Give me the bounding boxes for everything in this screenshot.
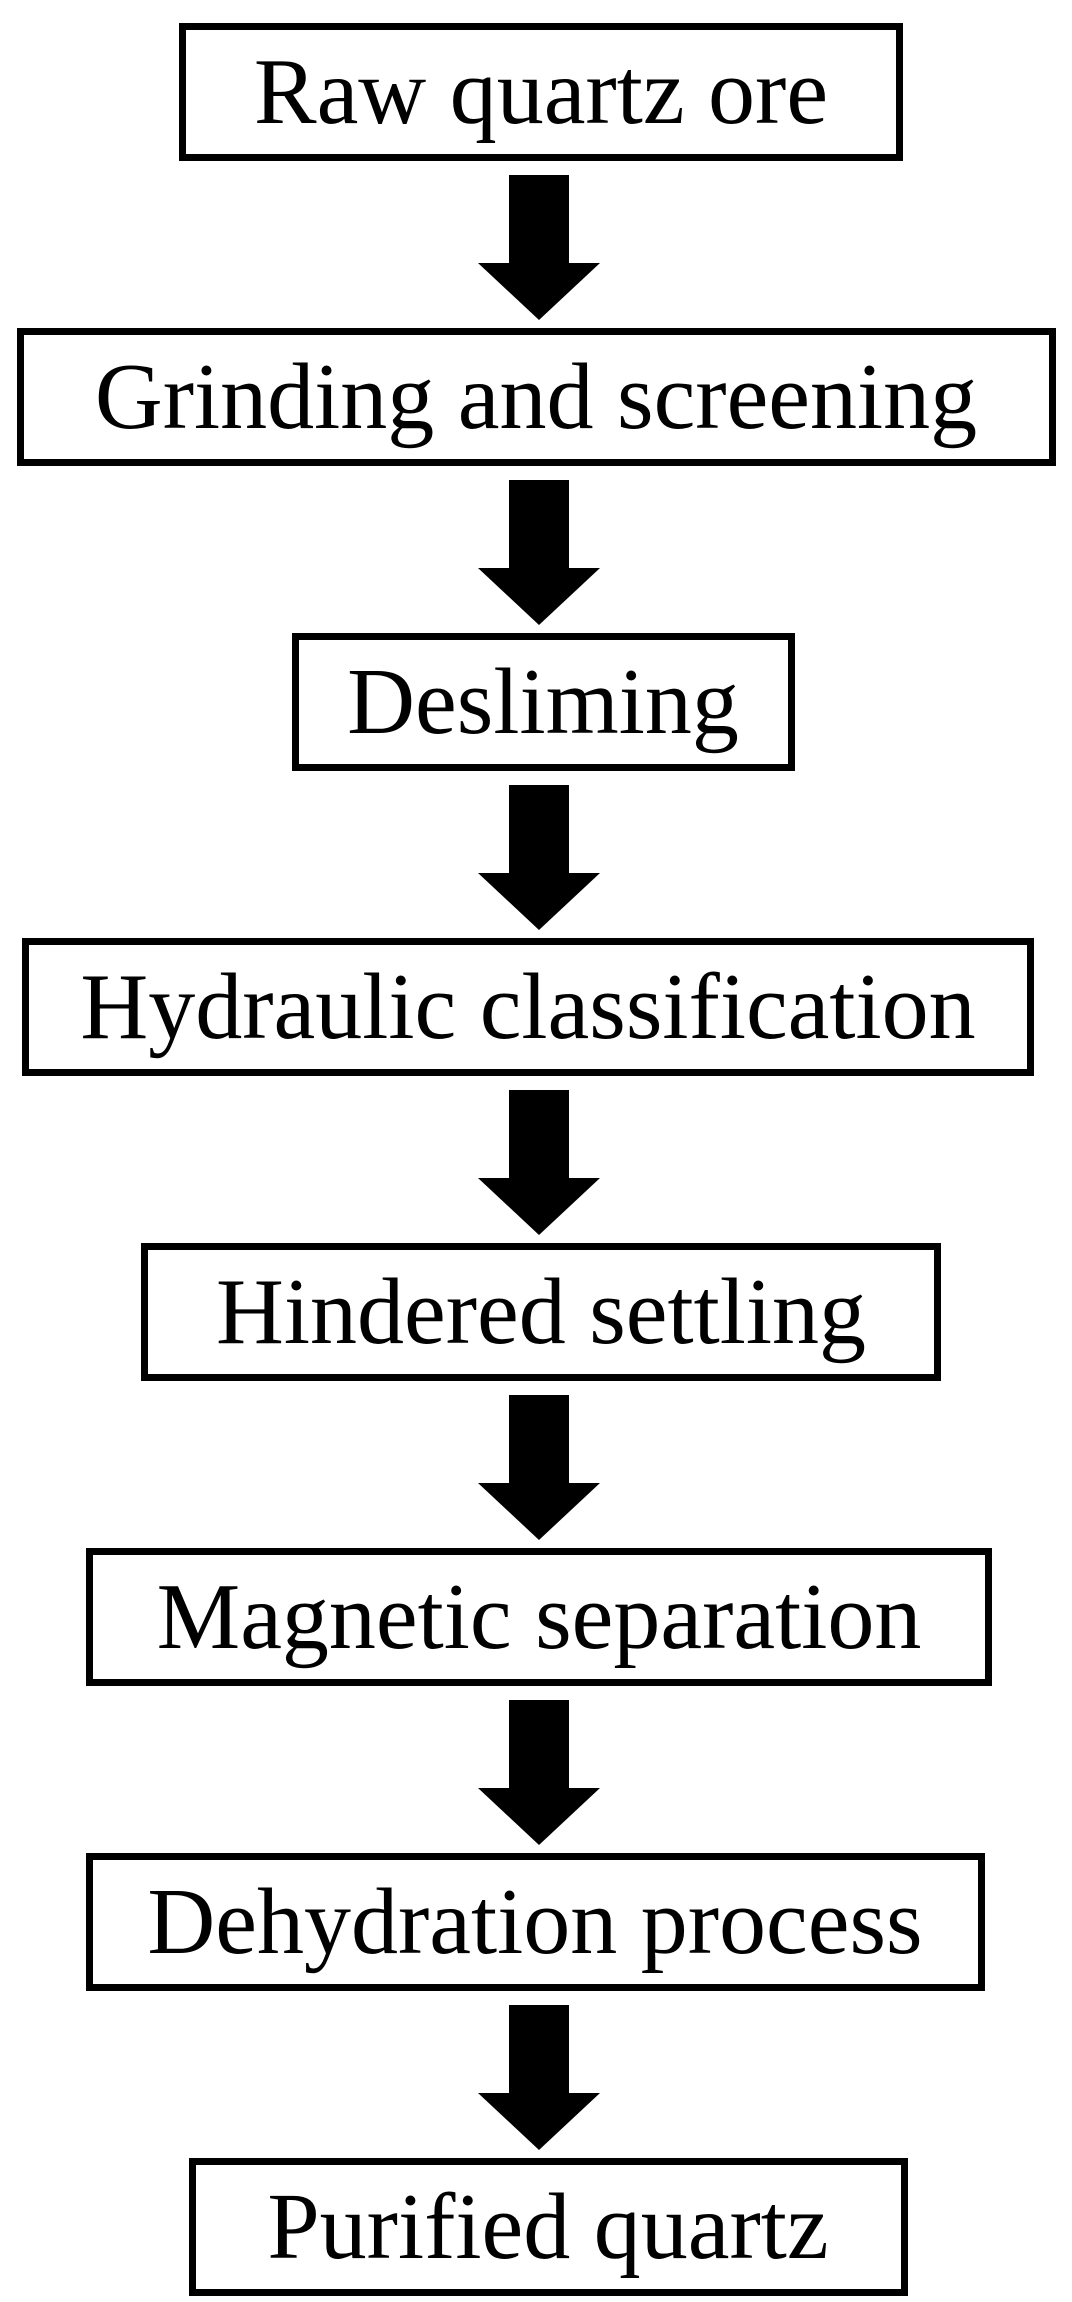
arrow-shaft [509,2005,569,2093]
flow-step-grinding-and-screening: Grinding and screening [16,328,1056,466]
flow-step-hydraulic-classification: Hydraulic classification [22,938,1034,1076]
flow-step-label: Desliming [347,650,739,754]
arrow-head [478,568,600,625]
down-arrow-icon [478,771,600,938]
flow-step-label: Purified quartz [267,2175,829,2279]
flow-step-desliming: Desliming [291,633,795,771]
down-arrow-icon [478,1076,600,1243]
flow-step-label: Dehydration process [147,1870,923,1974]
arrow-shaft [509,1090,569,1178]
down-arrow-icon [478,1686,600,1853]
arrow-shaft [509,785,569,873]
arrow-shaft [509,480,569,568]
flow-step-label: Hindered settling [215,1260,866,1364]
arrow-head [478,2093,600,2150]
flow-step-dehydration-process: Dehydration process [85,1853,985,1991]
flow-step-label: Hydraulic classification [80,955,976,1059]
down-arrow-icon [478,1381,600,1548]
arrow-head [478,1178,600,1235]
flow-step-purified-quartz: Purified quartz [188,2158,908,2296]
arrow-shaft [509,175,569,263]
arrow-head [478,873,600,930]
flow-step-raw-quartz-ore: Raw quartz ore [179,23,903,161]
down-arrow-icon [478,466,600,633]
flow-step-hindered-settling: Hindered settling [141,1243,941,1381]
down-arrow-icon [478,1991,600,2158]
flow-step-magnetic-separation: Magnetic separation [86,1548,992,1686]
arrow-shaft [509,1700,569,1788]
flow-step-label: Magnetic separation [156,1565,922,1669]
flow-step-label: Grinding and screening [94,345,978,449]
arrow-head [478,263,600,320]
arrow-head [478,1788,600,1845]
arrow-shaft [509,1395,569,1483]
arrow-head [478,1483,600,1540]
down-arrow-icon [478,161,600,328]
flow-step-label: Raw quartz ore [253,40,829,144]
